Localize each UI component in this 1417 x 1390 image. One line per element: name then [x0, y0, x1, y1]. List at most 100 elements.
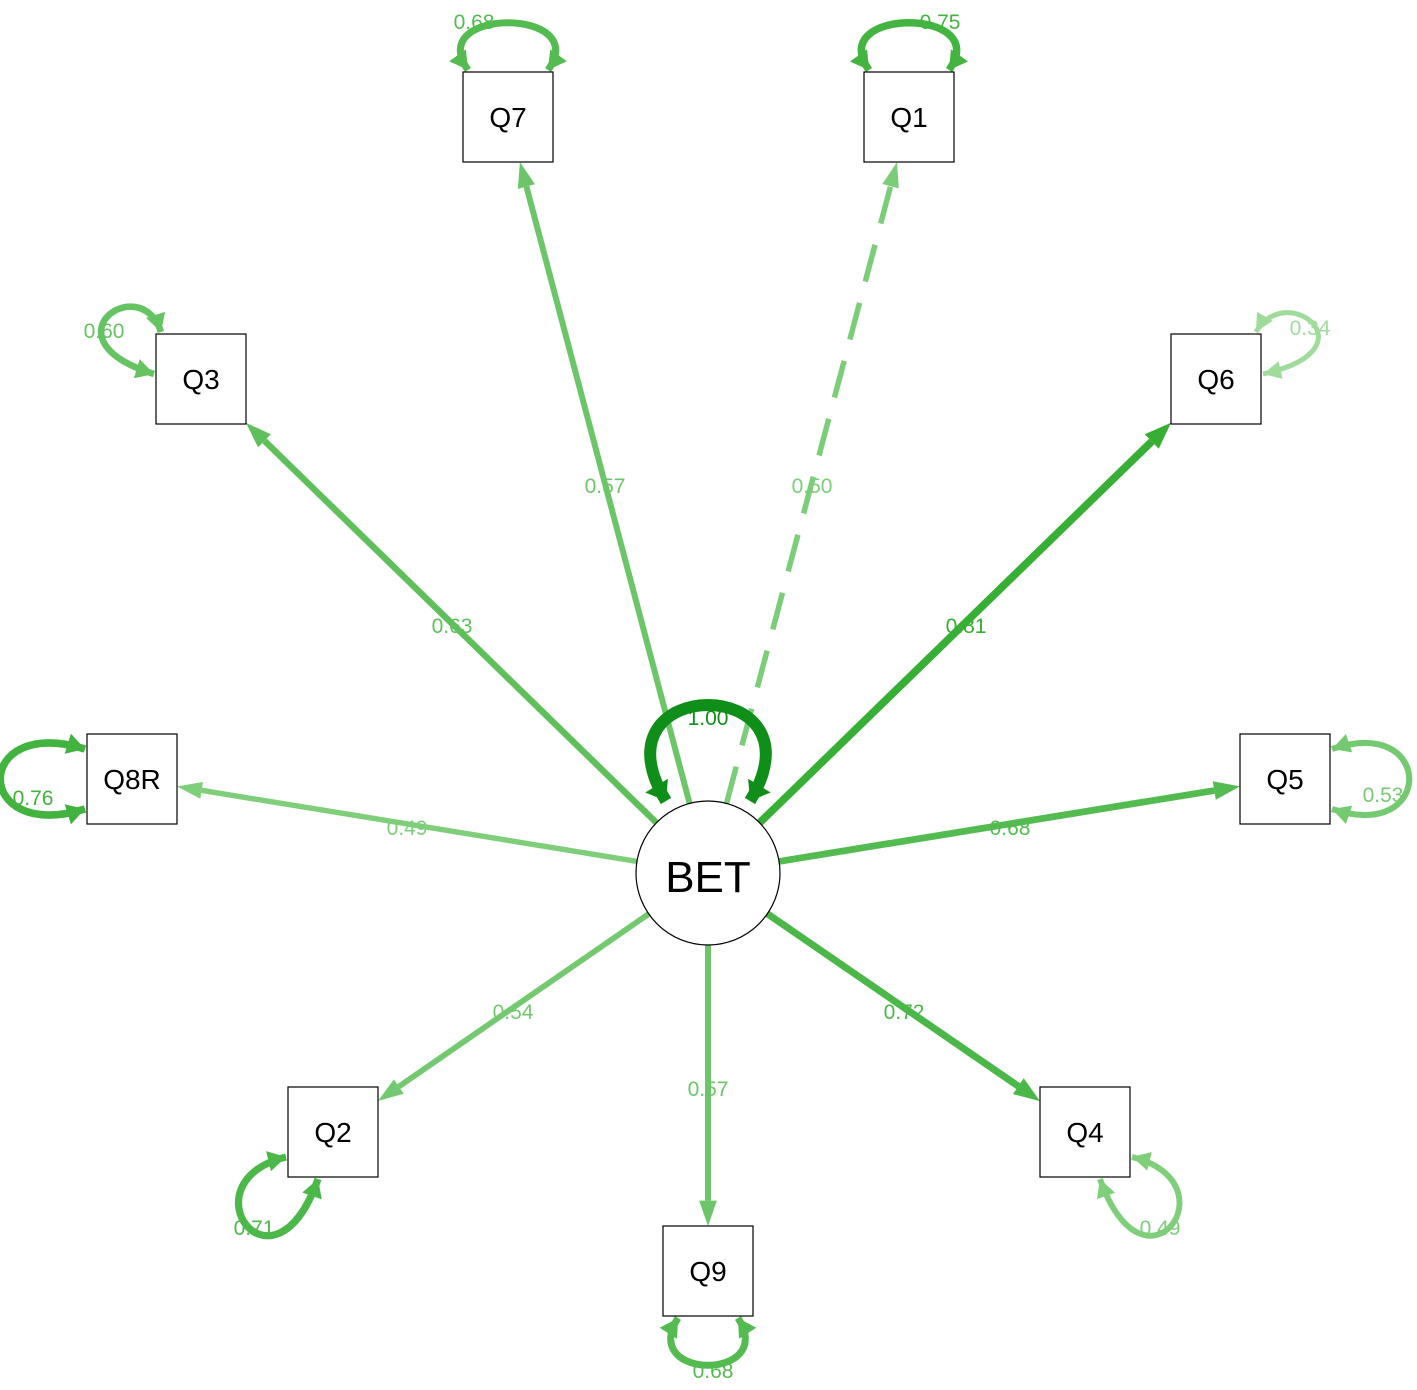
loading-label-q2: 0.54	[493, 1001, 534, 1024]
residual-loop-q9[interactable]	[659, 1316, 757, 1369]
residual-label-q4: 0.49	[1140, 1217, 1181, 1240]
residual-loop-q1[interactable]	[849, 19, 969, 73]
indicator-box	[287, 1086, 379, 1178]
loop-head-end	[748, 778, 771, 801]
loading-edge-q6[interactable]	[756, 422, 1171, 826]
indicator-box	[86, 733, 178, 825]
arrow-head	[1012, 1078, 1040, 1102]
loading-edges	[177, 162, 1240, 1226]
loading-edge-q4[interactable]	[765, 910, 1040, 1102]
edge-line	[756, 438, 1155, 826]
indicator-label: Q4	[1066, 1117, 1103, 1148]
indicator-node-q2[interactable]: Q2	[287, 1086, 379, 1178]
loading-label-q5: 0.68	[990, 817, 1031, 840]
indicator-node-q6[interactable]: Q6	[1170, 333, 1262, 425]
indicator-box	[1039, 1086, 1131, 1178]
residual-loop-q4[interactable]	[1096, 1151, 1183, 1239]
loading-edge-q7[interactable]	[517, 162, 693, 805]
indicator-label: Q7	[489, 102, 526, 133]
loop-head-start	[849, 49, 869, 70]
loop-head-end	[1263, 361, 1283, 379]
indicator-node-q4[interactable]: Q4	[1039, 1086, 1131, 1178]
residual-loop-q3[interactable]	[97, 303, 166, 379]
loop-path	[857, 19, 961, 73]
residual-label-q9: 0.68	[693, 1360, 734, 1383]
latent-node[interactable]: BET	[635, 800, 781, 946]
loop-head-end	[548, 49, 567, 70]
loop-head-start	[64, 733, 85, 754]
indicator-label: Q6	[1197, 364, 1234, 395]
arrow-head	[1144, 422, 1171, 449]
latent-circle	[635, 800, 781, 946]
loop-head-start	[146, 311, 166, 332]
loading-label-q4: 0.72	[884, 1001, 925, 1024]
edge-line	[397, 911, 651, 1089]
indicator-node-q8r[interactable]: Q8R	[86, 733, 178, 825]
residual-label-q5: 0.53	[1363, 784, 1404, 807]
residual-loop-q5[interactable]	[1331, 734, 1413, 824]
latent-variance-loop[interactable]	[644, 699, 772, 805]
indicator-node-q1[interactable]: Q1	[863, 71, 955, 163]
indicator-box	[1239, 733, 1331, 825]
indicator-node-q7[interactable]: Q7	[462, 71, 554, 163]
arrow-head	[882, 162, 899, 189]
loop-head-start	[1332, 734, 1353, 753]
loop-path	[97, 303, 165, 378]
indicator-box	[662, 1225, 754, 1317]
loading-edge-q1[interactable]	[723, 162, 899, 805]
loop-path	[234, 1153, 322, 1240]
residual-loop-q8r[interactable]	[0, 733, 87, 825]
residual-label-q1: 0.75	[920, 11, 961, 34]
loading-edge-q9[interactable]	[699, 945, 717, 1226]
edge-line	[723, 185, 894, 805]
indicator-node-q9[interactable]: Q9	[662, 1225, 754, 1317]
loop-head-start	[449, 49, 468, 70]
residual-label-q6: 0.34	[1290, 317, 1331, 340]
arrow-head	[378, 1079, 404, 1101]
loading-edge-q2[interactable]	[378, 911, 651, 1101]
loop-head-start	[266, 1151, 286, 1172]
loop-head-start	[645, 778, 668, 801]
latent-label: BET	[665, 853, 751, 902]
loading-label-q7: 0.57	[585, 475, 626, 498]
loading-label-q8r: 0.49	[387, 817, 428, 840]
indicator-label: Q8R	[103, 764, 161, 795]
loading-edge-q3[interactable]	[246, 422, 659, 826]
loop-head-start	[659, 1318, 678, 1339]
loading-label-q1: 0.50	[792, 475, 833, 498]
loop-path	[1331, 739, 1413, 819]
indicator-node-q5[interactable]: Q5	[1239, 733, 1331, 825]
loading-edge-q5[interactable]	[778, 781, 1240, 865]
loading-label-q6: 0.81	[946, 615, 987, 638]
edge-line	[765, 910, 1021, 1090]
loop-path	[667, 1316, 749, 1369]
residual-loop-q7[interactable]	[449, 19, 567, 73]
indicator-label: Q3	[182, 364, 219, 395]
residual-loops	[0, 19, 1413, 1369]
loop-path	[456, 19, 560, 73]
indicator-box	[155, 333, 247, 425]
residual-loop-q6[interactable]	[1253, 310, 1321, 379]
loop-head-end	[64, 804, 85, 825]
indicator-label: Q2	[314, 1117, 351, 1148]
loading-edge-q8r[interactable]	[177, 782, 638, 865]
indicator-box	[1170, 333, 1262, 425]
loop-head-end	[302, 1179, 322, 1200]
loading-label-q3: 0.63	[432, 615, 473, 638]
latent-variance-label: 1.00	[688, 707, 729, 730]
arrow-head	[246, 422, 271, 448]
loop-head-start	[1256, 311, 1273, 332]
loop-path	[644, 699, 772, 805]
loop-path	[0, 739, 87, 819]
residual-label-q3: 0.60	[84, 320, 125, 343]
residual-label-q8r: 0.76	[13, 787, 54, 810]
residual-label-q2: 0.71	[234, 1217, 275, 1240]
arrow-head	[177, 782, 203, 799]
arrow-head	[699, 1200, 717, 1226]
loop-head-end	[949, 49, 969, 70]
indicator-box	[863, 71, 955, 163]
residual-loop-q2[interactable]	[234, 1151, 322, 1240]
indicator-node-q3[interactable]: Q3	[155, 333, 247, 425]
